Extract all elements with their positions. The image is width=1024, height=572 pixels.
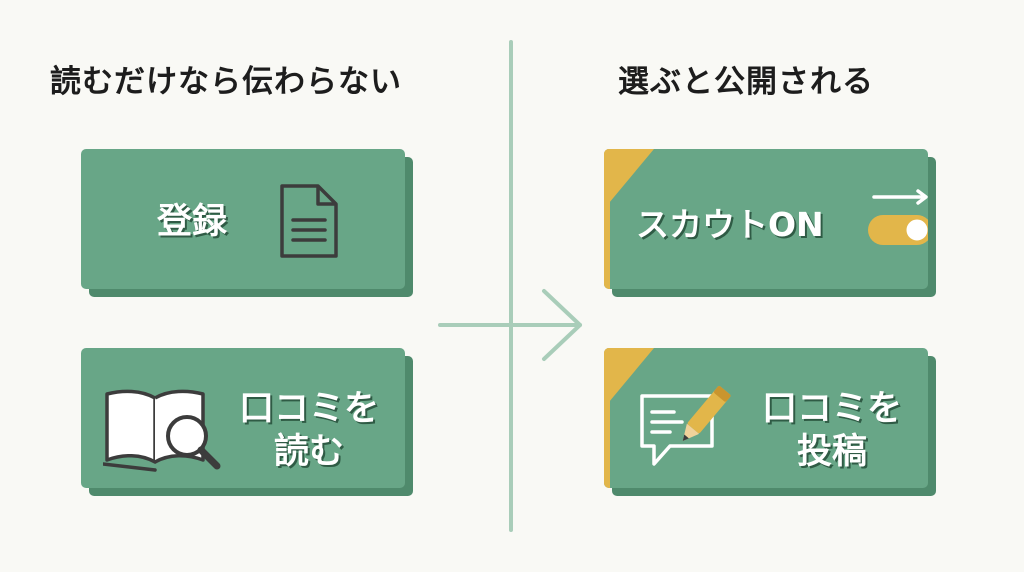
open-book-magnifier-icon bbox=[103, 389, 221, 472]
card-scout-on: スカウトON bbox=[604, 149, 936, 297]
card-post-reviews-line1: 口コミを bbox=[761, 389, 902, 429]
card-post-reviews-label: 口コミを 投稿 bbox=[754, 388, 910, 475]
flow-arrow-icon bbox=[438, 289, 582, 361]
speech-bubble-pencil-icon bbox=[640, 386, 731, 466]
card-register-label: 登録 bbox=[157, 202, 228, 242]
accent-corner bbox=[604, 149, 654, 289]
accent-corner bbox=[604, 348, 654, 488]
card-register: 登録 bbox=[81, 149, 413, 297]
center-divider bbox=[509, 40, 513, 532]
card-scout-on-label: スカウトON bbox=[636, 205, 824, 244]
card-read-reviews-line1: 口コミを bbox=[238, 389, 379, 429]
card-post-reviews: 口コミを 投稿 bbox=[604, 348, 936, 496]
heading-choose-public: 選ぶと公開される bbox=[618, 64, 874, 100]
document-icon bbox=[280, 184, 338, 258]
toggle-switch-icon bbox=[868, 189, 928, 245]
heading-read-only: 読むだけなら伝わらない bbox=[50, 64, 402, 100]
card-read-reviews-line2: 読む bbox=[273, 432, 344, 473]
card-read-reviews-label: 口コミを 読む bbox=[231, 388, 387, 475]
card-post-reviews-line2: 投稿 bbox=[796, 432, 867, 473]
card-read-reviews: 口コミを 読む bbox=[81, 348, 413, 496]
